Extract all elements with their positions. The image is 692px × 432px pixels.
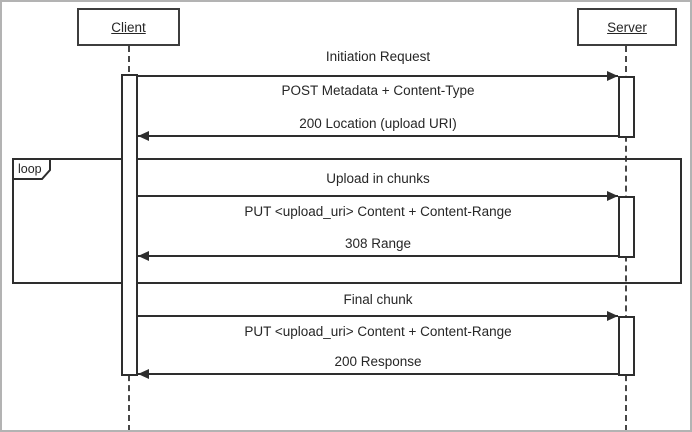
message-line-post-metadata: [138, 75, 618, 77]
actor-client-label: Client: [111, 19, 146, 35]
loop-fragment-frame: [12, 158, 682, 284]
message-label-308-range: 308 Range: [344, 236, 412, 251]
arrowhead-left-icon: [138, 251, 149, 261]
arrowhead-right-icon: [607, 311, 618, 321]
activation-bar-client: [121, 74, 138, 376]
message-label-200-response: 200 Response: [334, 354, 422, 369]
activation-bar-server-3: [618, 316, 635, 376]
message-line-308-range: [138, 255, 618, 257]
message-line-200-response: [138, 373, 618, 375]
message-line-200-location: [138, 135, 618, 137]
loop-operator-pentagon: [12, 158, 51, 180]
section-label-final-chunk: Final chunk: [343, 292, 413, 307]
arrowhead-left-icon: [138, 131, 149, 141]
message-line-put-chunk: [138, 195, 618, 197]
section-label-upload-in-chunks: Upload in chunks: [326, 171, 430, 186]
arrowhead-right-icon: [607, 191, 618, 201]
loop-operator-label: loop: [18, 162, 42, 176]
message-label-200-location: 200 Location (upload URI): [299, 116, 457, 131]
actor-client: Client: [77, 8, 180, 46]
activation-bar-server-1: [618, 76, 635, 138]
activation-bar-server-2: [618, 196, 635, 258]
message-line-put-final-chunk: [138, 315, 618, 317]
actor-server-label: Server: [607, 19, 647, 35]
message-label-post-metadata: POST Metadata + Content-Type: [281, 83, 475, 98]
arrowhead-left-icon: [138, 369, 149, 379]
arrowhead-right-icon: [607, 71, 618, 81]
message-label-put-final-chunk: PUT <upload_uri> Content + Content-Range: [244, 324, 512, 339]
section-label-initiation-request: Initiation Request: [325, 49, 431, 64]
message-label-put-chunk: PUT <upload_uri> Content + Content-Range: [244, 204, 512, 219]
actor-server: Server: [577, 8, 677, 46]
